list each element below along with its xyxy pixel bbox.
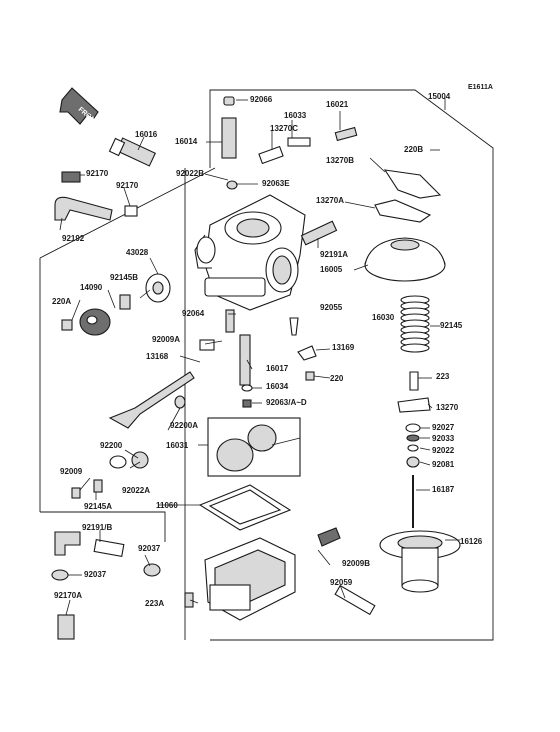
part-label-p16033: 16033 bbox=[284, 111, 307, 120]
part-label-p15004: 15004 bbox=[428, 92, 451, 101]
part-label-p16017: 16017 bbox=[266, 364, 289, 373]
gasket-11060 bbox=[198, 484, 292, 531]
part-label-p43028: 43028 bbox=[126, 248, 149, 257]
top-cover-16005 bbox=[364, 237, 446, 282]
part-label-p16126: 16126 bbox=[460, 537, 483, 546]
part-label-p220: 220 bbox=[330, 374, 344, 383]
part-label-p13270a: 13270A bbox=[316, 196, 344, 205]
part-label-p92027: 92027 bbox=[432, 423, 455, 432]
part-label-p223a: 223A bbox=[145, 599, 164, 608]
part-label-p92200: 92200 bbox=[100, 441, 123, 450]
part-label-p13168: 13168 bbox=[146, 352, 169, 361]
part-label-p92191b: 92191/B bbox=[82, 523, 112, 532]
diagram-code: E1611A bbox=[468, 84, 493, 91]
plunger-16016 bbox=[108, 137, 157, 167]
hose-92192 bbox=[54, 196, 113, 221]
part-label-p16016: 16016 bbox=[135, 130, 158, 139]
spring-92145 bbox=[400, 295, 430, 353]
part-label-p13270: 13270 bbox=[436, 403, 459, 412]
part-label-p92063ad: 92063/A~D bbox=[266, 398, 307, 407]
part-label-p92145: 92145 bbox=[440, 321, 463, 330]
part-label-p92145b: 92145B bbox=[110, 273, 138, 282]
part-label-p92066: 92066 bbox=[250, 95, 273, 104]
part-label-p92037_r: 92037 bbox=[138, 544, 161, 553]
carburetor-body bbox=[194, 194, 306, 311]
part-label-p16187: 16187 bbox=[432, 485, 455, 494]
part-label-p16021: 16021 bbox=[326, 100, 349, 109]
leader-lines bbox=[59, 98, 460, 616]
part-label-p92145a: 92145A bbox=[84, 502, 112, 511]
part-label-p92200a: 92200A bbox=[170, 421, 198, 430]
part-label-p220a: 220A bbox=[52, 297, 71, 306]
float-bowl bbox=[204, 537, 296, 621]
throttle-sensor-14090 bbox=[79, 308, 111, 336]
part-label-p92022b: 92022B bbox=[176, 169, 204, 178]
part-label-p11060: 11060 bbox=[156, 501, 178, 510]
part-label-p92170b_top: 92170 bbox=[116, 181, 139, 190]
part-label-p92064: 92064 bbox=[182, 309, 205, 318]
part-label-p16031: 16031 bbox=[166, 441, 189, 450]
front-direction-arrow: FRONT bbox=[59, 87, 100, 127]
part-label-p220b: 220B bbox=[404, 145, 423, 154]
part-label-p92022a: 92022A bbox=[122, 486, 150, 495]
part-label-p92081: 92081 bbox=[432, 460, 455, 469]
part-label-p92009: 92009 bbox=[60, 467, 83, 476]
misc-small-parts bbox=[51, 96, 442, 640]
part-label-p92009b: 92009B bbox=[342, 559, 370, 568]
part-label-p92192: 92192 bbox=[62, 234, 85, 243]
part-label-p92009a: 92009A bbox=[152, 335, 180, 344]
part-label-p13169: 13169 bbox=[332, 343, 355, 352]
part-label-p92033: 92033 bbox=[432, 434, 455, 443]
part-label-p92037_l: 92037 bbox=[84, 570, 107, 579]
part-label-p13270c: 13270C bbox=[270, 124, 298, 133]
part-label-p13270b: 13270B bbox=[326, 156, 354, 165]
part-label-p16014: 16014 bbox=[175, 137, 198, 146]
part-label-p223: 223 bbox=[436, 372, 450, 381]
part-label-p92191a: 92191A bbox=[320, 250, 348, 259]
part-label-p92055: 92055 bbox=[320, 303, 343, 312]
part-label-p92170a_top: 92170 bbox=[86, 169, 109, 178]
part-labels: 15004 92066 16021 16033 16016 16014 13270C 220B… bbox=[52, 92, 483, 608]
part-label-p92170a: 92170A bbox=[54, 591, 82, 600]
part-label-p92063e: 92063E bbox=[262, 179, 290, 188]
choke-lever-13168 bbox=[108, 371, 195, 429]
part-label-p16034: 16034 bbox=[266, 382, 289, 391]
vacuum-piston-16126 bbox=[379, 530, 461, 593]
part-label-p92059: 92059 bbox=[330, 578, 353, 587]
part-label-p16030: 16030 bbox=[372, 313, 395, 322]
float-16031 bbox=[207, 417, 301, 477]
part-label-p16005: 16005 bbox=[320, 265, 343, 274]
part-label-p14090: 14090 bbox=[80, 283, 103, 292]
diaphragm-43028 bbox=[145, 273, 171, 303]
part-label-p92022: 92022 bbox=[432, 446, 455, 455]
